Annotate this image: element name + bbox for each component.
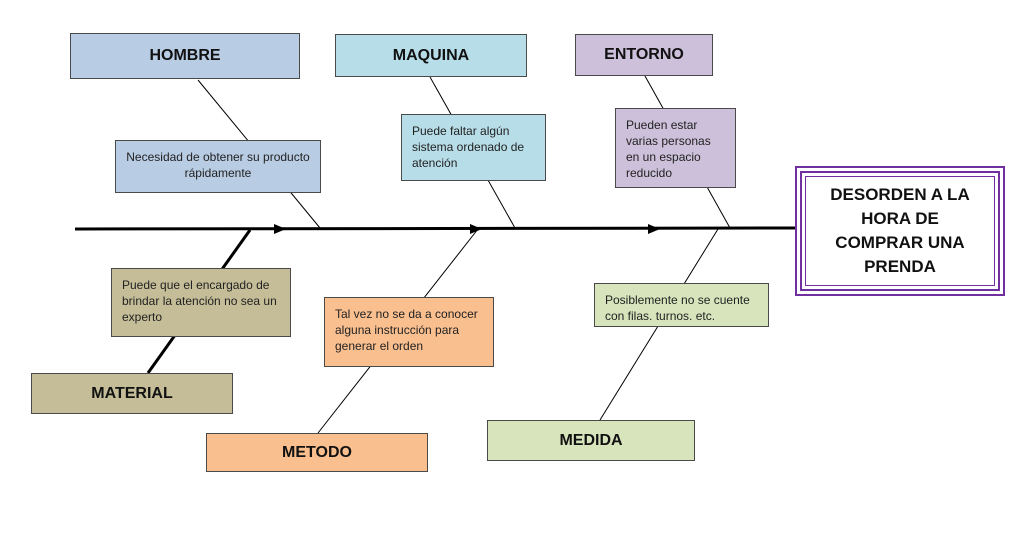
- cause-metodo: Tal vez no se da a conocer alguna instru…: [324, 297, 494, 367]
- category-entorno: ENTORNO: [575, 34, 713, 76]
- cause-maquina: Puede faltar algún sistema ordenado de a…: [401, 114, 546, 181]
- spine-arrow-3: [648, 224, 660, 234]
- effect-box: DESORDEN A LA HORA DE COMPRAR UNA PRENDA: [795, 166, 1005, 296]
- cause-hombre: Necesidad de obtener su producto rápidam…: [115, 140, 321, 193]
- cause-material: Puede que el encargado de brindar la ate…: [111, 268, 291, 337]
- category-metodo: METODO: [206, 433, 428, 472]
- spine-arrow-1: [274, 224, 286, 234]
- category-medida: MEDIDA: [487, 420, 695, 461]
- category-hombre: HOMBRE: [70, 33, 300, 79]
- spine-arrow-2: [470, 224, 482, 234]
- category-material: MATERIAL: [31, 373, 233, 414]
- cause-medida: Posiblemente no se cuente con filas. tur…: [594, 283, 769, 327]
- spine-line: [74, 226, 798, 231]
- category-maquina: MAQUINA: [335, 34, 527, 77]
- effect-text: DESORDEN A LA HORA DE COMPRAR UNA PRENDA: [805, 176, 995, 286]
- cause-entorno: Pueden estar varias personas en un espac…: [615, 108, 736, 188]
